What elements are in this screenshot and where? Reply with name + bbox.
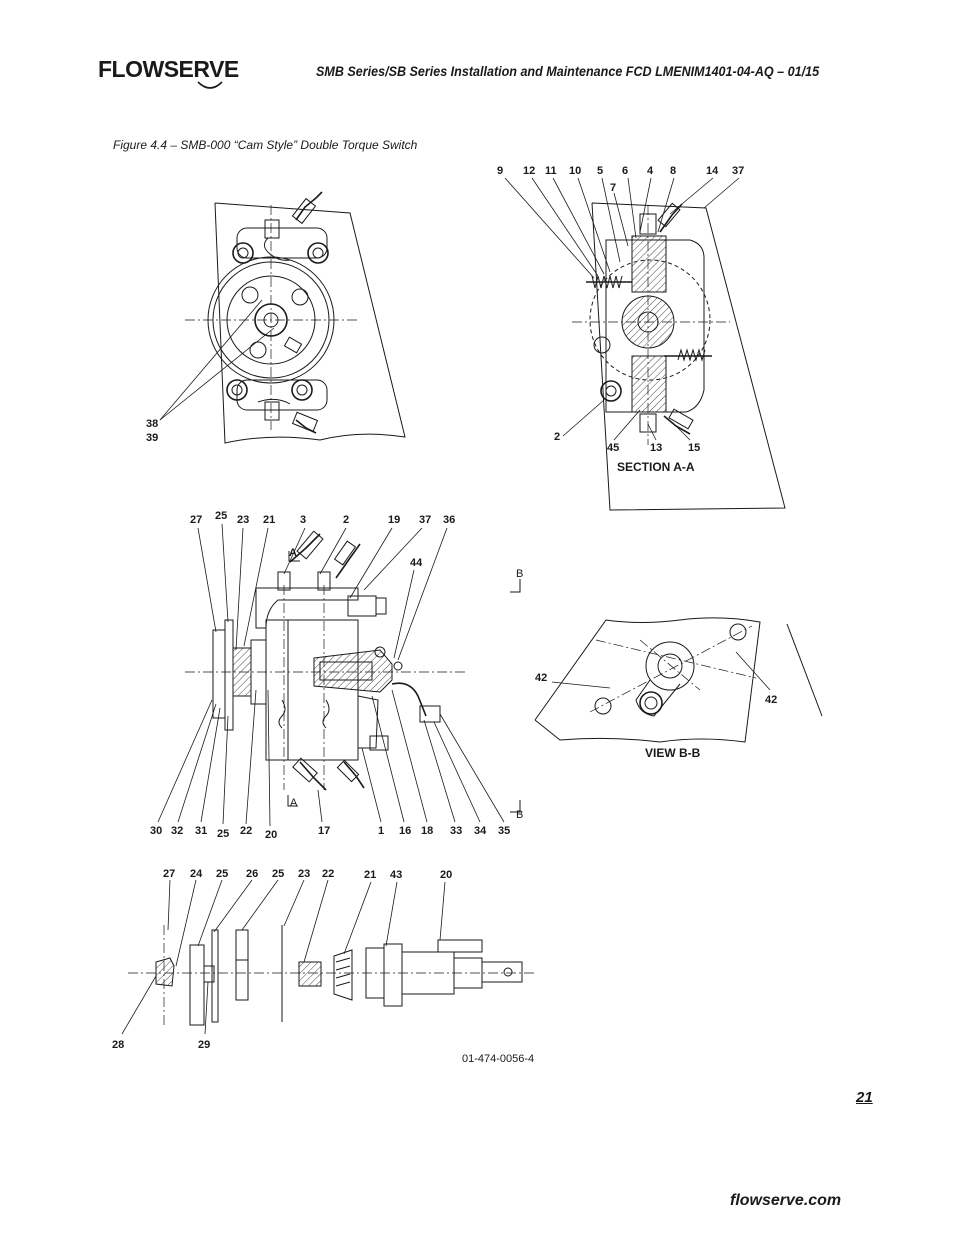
callout-2-side: 2 (343, 514, 349, 526)
callout-10: 10 (569, 165, 581, 177)
callout-25-exploded-b: 25 (272, 868, 284, 880)
callout-30: 30 (150, 825, 162, 837)
side-section-drawing (185, 530, 521, 813)
callout-27: 27 (190, 514, 202, 526)
figure-caption: Figure 4.4 – SMB-000 “Cam Style” Double … (113, 138, 418, 152)
drawing-number: 01-474-0056-4 (462, 1053, 534, 1065)
callout-4: 4 (647, 165, 654, 177)
callout-21: 21 (263, 514, 275, 526)
callout-32: 32 (171, 825, 183, 837)
callout-5: 5 (597, 165, 603, 177)
front-view-callouts: 38 39 (146, 299, 275, 444)
callout-14: 14 (706, 165, 719, 177)
callout-39: 39 (146, 432, 158, 444)
section-mark-a-top: A (289, 547, 297, 559)
section-aa-drawing (572, 202, 786, 511)
callout-6: 6 (622, 165, 628, 177)
page-number: 21 (856, 1089, 873, 1106)
callout-9: 9 (497, 165, 503, 177)
callout-18: 18 (421, 825, 433, 837)
callout-8: 8 (670, 165, 676, 177)
section-aa-label: SECTION A-A (617, 460, 695, 474)
front-view-drawing (185, 191, 406, 444)
callout-43: 43 (390, 869, 402, 881)
callout-21-exploded: 21 (364, 869, 376, 881)
callout-38: 38 (146, 418, 158, 430)
callout-13: 13 (650, 442, 662, 454)
callout-45: 45 (607, 442, 619, 454)
callout-12: 12 (523, 165, 535, 177)
section-aa-callouts: 9 12 11 10 5 6 4 8 14 37 7 2 45 13 15 SE… (497, 165, 744, 474)
callout-42-left: 42 (535, 672, 547, 684)
callout-17: 17 (318, 825, 330, 837)
callout-34: 34 (474, 825, 487, 837)
section-mark-b-top: B (516, 568, 523, 580)
logo-text: FLOWSERVE (98, 56, 239, 82)
callout-1: 1 (378, 825, 384, 837)
section-mark-a-bottom: A (290, 797, 298, 809)
document-header-title: SMB Series/SB Series Installation and Ma… (316, 64, 820, 79)
exploded-view-callouts: 27 24 25 26 25 23 22 21 43 20 28 29 01-4… (112, 868, 534, 1065)
callout-22-exploded: 22 (322, 868, 334, 880)
callout-26: 26 (246, 868, 258, 880)
callout-37: 37 (732, 165, 744, 177)
view-bb-callouts: 42 42 VIEW B-B (535, 651, 777, 760)
callout-19: 19 (388, 514, 400, 526)
view-bb-label: VIEW B-B (645, 746, 701, 760)
callout-25: 25 (215, 510, 227, 522)
callout-29: 29 (198, 1039, 210, 1051)
logo-swoosh (197, 81, 223, 89)
callout-7: 7 (610, 182, 616, 194)
flowserve-logo: FLOWSERVE (98, 56, 239, 96)
exploded-view-drawing (128, 925, 534, 1026)
section-mark-b-bottom: B (516, 809, 523, 821)
callout-33: 33 (450, 825, 462, 837)
callout-27-exploded: 27 (163, 868, 175, 880)
callout-15: 15 (688, 442, 700, 454)
callout-16: 16 (399, 825, 411, 837)
view-bb-drawing (534, 617, 823, 743)
callout-3: 3 (300, 514, 306, 526)
callout-25-exploded-a: 25 (216, 868, 228, 880)
callout-2: 2 (554, 431, 560, 443)
callout-37-side: 37 (419, 514, 431, 526)
callout-11: 11 (545, 165, 557, 177)
callout-23-exploded: 23 (298, 868, 310, 880)
callout-28: 28 (112, 1039, 124, 1051)
side-section-callouts: 27 25 23 21 3 2 19 37 36 44 A A B B 30 3… (150, 510, 523, 841)
callout-23: 23 (237, 514, 249, 526)
callout-35: 35 (498, 825, 510, 837)
callout-44: 44 (410, 557, 423, 569)
callout-31: 31 (195, 825, 207, 837)
callout-20-exploded: 20 (440, 869, 452, 881)
callout-25-side: 25 (217, 828, 229, 840)
callout-24: 24 (190, 868, 203, 880)
callout-20: 20 (265, 829, 277, 841)
callout-36: 36 (443, 514, 455, 526)
callout-22: 22 (240, 825, 252, 837)
website-link[interactable]: flowserve.com (730, 1192, 842, 1209)
callout-42-right: 42 (765, 694, 777, 706)
